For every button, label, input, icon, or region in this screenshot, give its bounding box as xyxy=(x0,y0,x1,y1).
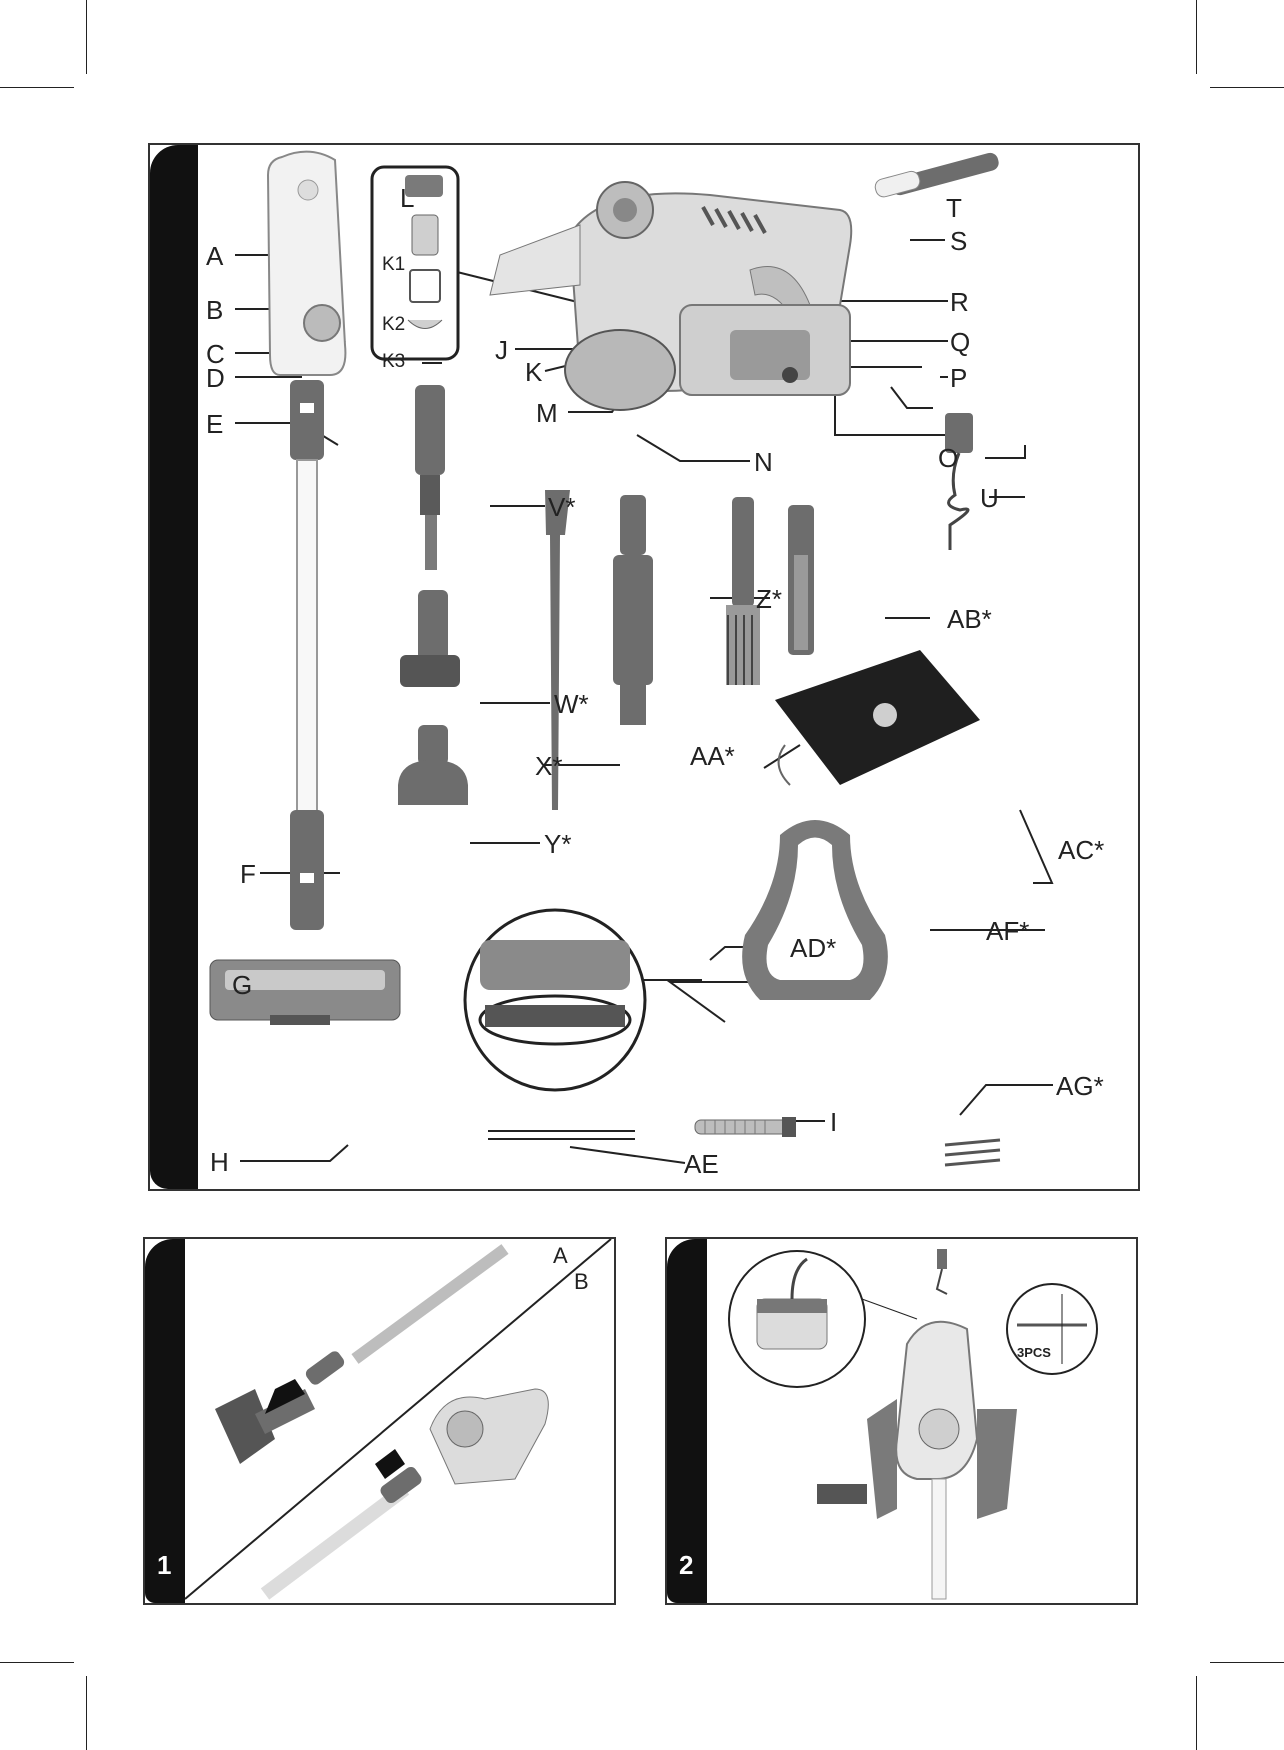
label-n: N xyxy=(754,449,773,475)
storage-bag-illustration xyxy=(775,650,980,785)
label-b: B xyxy=(206,297,223,323)
trim-mark xyxy=(1196,1676,1197,1750)
label-k: K xyxy=(525,359,542,385)
step-2-panel: 2 3PCS xyxy=(665,1237,1138,1605)
accessory-y-illustration xyxy=(398,725,468,805)
label-p: P xyxy=(950,365,967,391)
accessory-aa-illustration xyxy=(726,497,760,685)
screws-quantity-label: 3PCS xyxy=(1017,1346,1051,1359)
label-w: W* xyxy=(554,691,589,717)
accessory-ab-illustration xyxy=(788,505,814,655)
step-1-diagram xyxy=(145,1239,614,1603)
label-k1: K1 xyxy=(382,255,405,274)
label-k2: K2 xyxy=(382,315,405,334)
crevice-tool-illustration xyxy=(873,151,1000,199)
floorhead-zoom-circle xyxy=(465,910,645,1090)
label-m: M xyxy=(536,400,558,426)
label-q: Q xyxy=(950,329,970,355)
screws-illustration xyxy=(945,1140,1000,1165)
label-v: V* xyxy=(548,494,575,520)
label-r: R xyxy=(950,289,969,315)
label-i: I xyxy=(830,1109,837,1135)
trim-mark xyxy=(1210,87,1284,88)
trim-mark xyxy=(0,1662,74,1663)
step-1-label-a: A xyxy=(553,1245,568,1267)
label-x: X* xyxy=(535,753,562,779)
charger-illustration xyxy=(945,413,973,550)
label-f: F xyxy=(240,861,256,887)
trim-mark xyxy=(1210,1662,1284,1663)
trim-mark xyxy=(1196,0,1197,74)
handheld-unit-illustration xyxy=(490,182,851,410)
label-ag: AG* xyxy=(1056,1073,1104,1099)
brushroll-illustration xyxy=(695,1117,796,1137)
label-l: L xyxy=(400,185,414,211)
label-ac: AC* xyxy=(1058,837,1104,863)
label-u: U xyxy=(980,485,999,511)
label-o: O xyxy=(938,445,958,471)
wall-bracket-illustration xyxy=(742,820,888,1000)
trim-mark xyxy=(0,87,74,88)
label-af: AF* xyxy=(986,918,1029,944)
label-a: A xyxy=(206,243,223,269)
label-y: Y* xyxy=(544,831,571,857)
label-s: S xyxy=(950,228,967,254)
label-k3: K3 xyxy=(382,352,405,371)
label-d: D xyxy=(206,365,225,391)
label-ad: AD* xyxy=(790,935,836,961)
accessory-w-illustration xyxy=(400,590,460,687)
label-aa: AA* xyxy=(690,743,735,769)
accessory-v-illustration xyxy=(415,385,445,570)
accessory-z-illustration xyxy=(613,495,653,725)
label-z: Z* xyxy=(756,586,782,612)
trim-mark xyxy=(86,1676,87,1750)
label-j: J xyxy=(495,337,508,363)
label-ae: AE xyxy=(684,1151,719,1177)
label-h: H xyxy=(210,1149,229,1175)
step-2-diagram xyxy=(667,1239,1136,1603)
parts-overview-panel: A B C D E F G H L K1 K2 K3 J K M N O P Q… xyxy=(148,143,1140,1191)
step-1-panel: 1 A B xyxy=(143,1237,616,1605)
label-t: T xyxy=(946,195,962,221)
trim-mark xyxy=(86,0,87,74)
label-ab: AB* xyxy=(947,606,992,632)
label-g: G xyxy=(232,972,252,998)
parts-diagram xyxy=(150,145,1138,1189)
label-e: E xyxy=(206,411,223,437)
step-1-label-b: B xyxy=(574,1271,589,1293)
